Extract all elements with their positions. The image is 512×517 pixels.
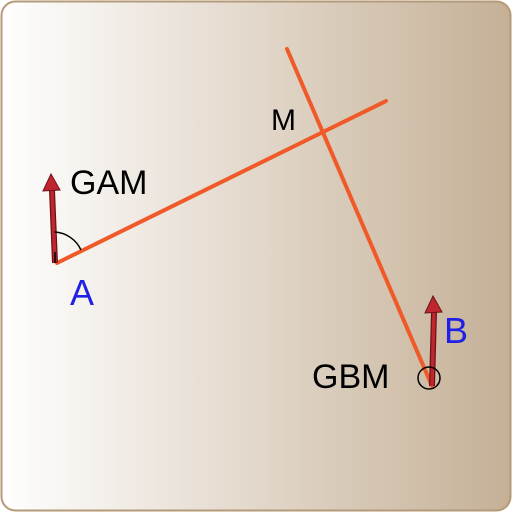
north-arrow-a-icon	[42, 172, 61, 264]
line-b-through-m	[285, 47, 434, 388]
point-label-m: M	[271, 104, 296, 137]
angle-arc-a	[54, 231, 82, 251]
point-label-a: A	[70, 272, 94, 313]
angle-label-b: GBM	[312, 358, 389, 396]
north-arrow-b-icon	[424, 294, 443, 387]
angle-label-a: GAM	[70, 164, 147, 202]
angle-circle-b	[417, 366, 441, 390]
line-a-to-m	[55, 99, 388, 265]
point-label-b: B	[444, 310, 468, 351]
